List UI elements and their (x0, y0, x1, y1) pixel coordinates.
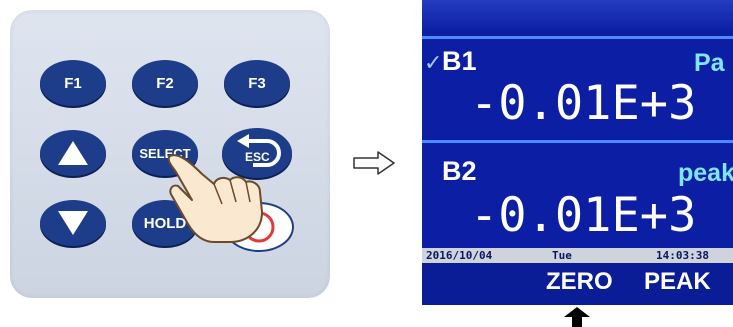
channel-b1-name: B1 (442, 46, 477, 76)
down-arrow-icon (58, 211, 88, 235)
device-display: ✓ B1 Pa -0.01E+3 B2 peak -0.01E+3 2016/1… (422, 0, 733, 327)
softkey-bar: ZERO PEAK (422, 263, 733, 305)
selected-check-icon: ✓ (424, 50, 443, 75)
f1-key-label: F1 (64, 74, 82, 92)
divider-middle (422, 140, 733, 143)
keypad-panel: F1 F2 F3 SELECT ESC HOLD (10, 10, 330, 298)
f3-key-label: F3 (248, 74, 266, 92)
channel-b2-unit: peak (678, 159, 733, 187)
f1-key[interactable]: F1 (40, 60, 106, 106)
softkey-zero[interactable]: ZERO (546, 268, 613, 295)
f2-key-label: F2 (156, 74, 174, 92)
down-key[interactable] (40, 200, 106, 246)
status-time: 14:03:38 (656, 249, 709, 262)
status-day: Tue (552, 249, 572, 262)
up-key[interactable] (40, 130, 106, 176)
channel-b1-unit: Pa (694, 49, 725, 77)
divider-top (422, 36, 733, 39)
esc-key[interactable]: ESC (222, 128, 292, 178)
f2-key[interactable]: F2 (132, 60, 198, 106)
channel-b2-value: -0.01E+3 (470, 188, 697, 243)
screen-top-bar (422, 0, 733, 32)
channel-b2-name: B2 (442, 156, 477, 186)
right-arrow-icon (353, 151, 395, 175)
up-arrow-icon (58, 141, 88, 165)
status-date: 2016/10/04 (426, 249, 493, 262)
esc-key-label: ESC (245, 150, 270, 164)
return-arrow-icon: ESC (237, 134, 281, 167)
status-bar: 2016/10/04 Tue 14:03:38 (422, 248, 733, 263)
f3-key[interactable]: F3 (224, 60, 290, 106)
lcd-screen: ✓ B1 Pa -0.01E+3 B2 peak -0.01E+3 2016/1… (422, 0, 733, 305)
channel-b1-value: -0.01E+3 (470, 76, 697, 131)
up-pointer-arrow-icon (564, 307, 590, 327)
pointing-hand-icon (167, 154, 263, 243)
softkey-peak[interactable]: PEAK (644, 268, 711, 295)
